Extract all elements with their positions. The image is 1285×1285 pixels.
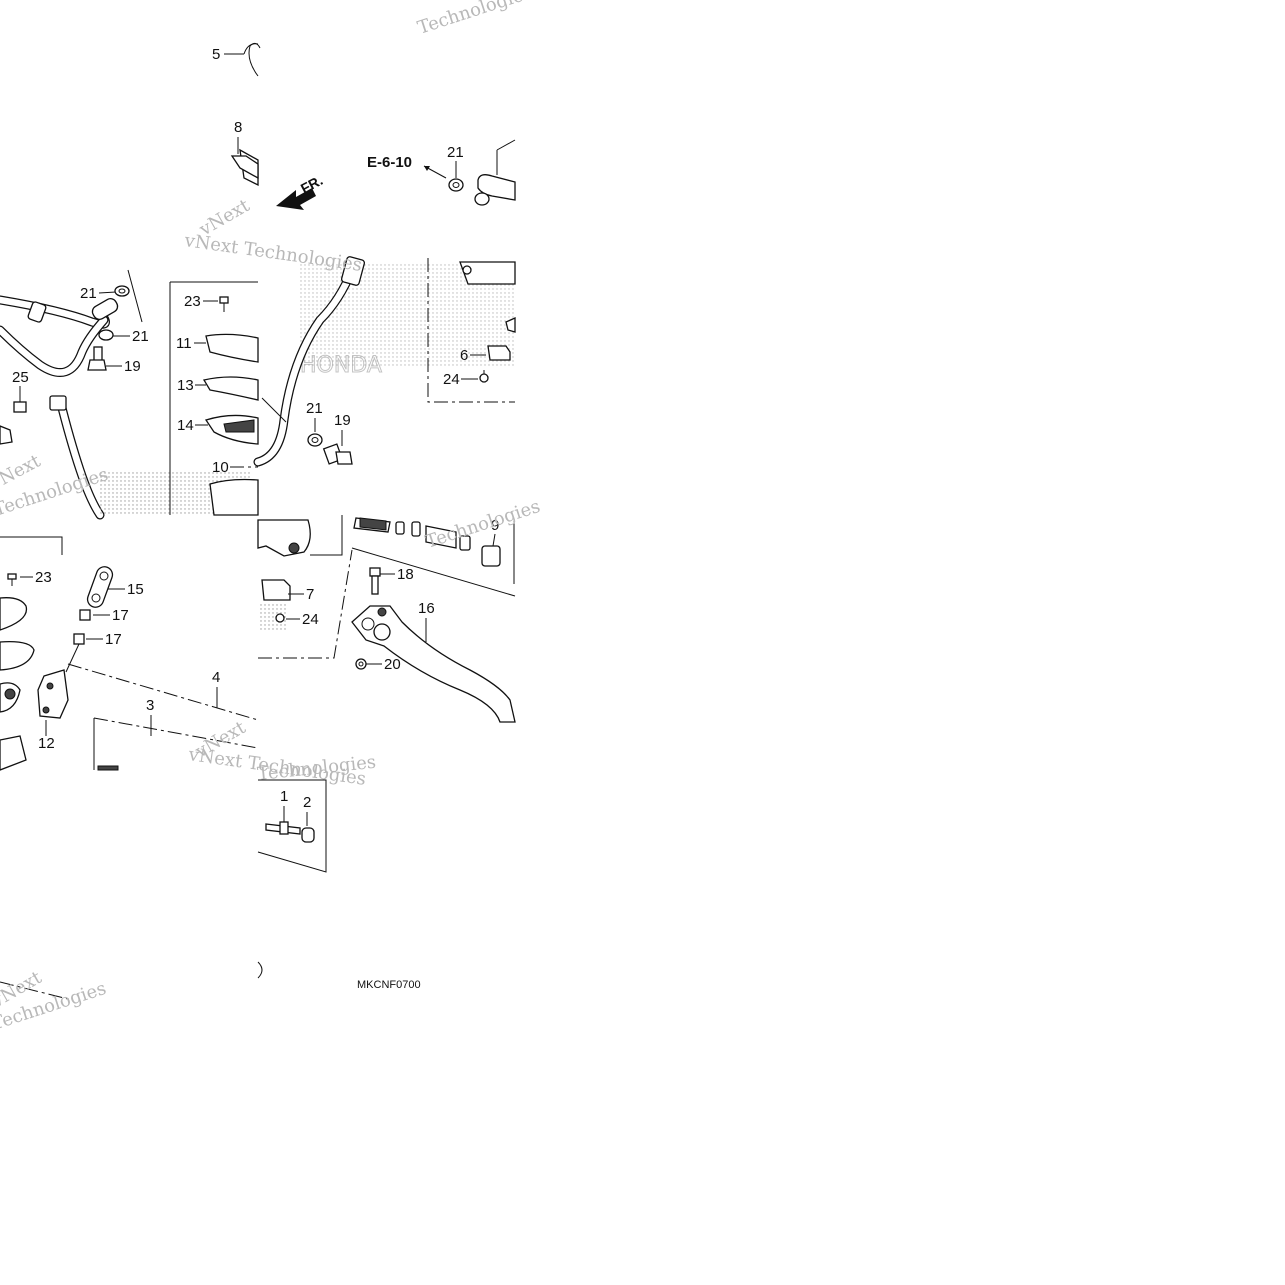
tile-bottom-middle: 7 24 9 Technologies 18 16 20	[257, 496, 543, 723]
tile-middle: HONDA 21 19 6 24	[253, 256, 516, 467]
callout-21: 21	[80, 285, 97, 302]
callout-17: 17	[112, 607, 129, 624]
svg-text:FR.: FR.	[298, 172, 325, 197]
callout-24: 24	[443, 371, 460, 388]
tile-lower-middle: Technologies 1 2 MKCNF0700	[256, 752, 420, 991]
watermark-text: vNext	[195, 195, 254, 241]
callout-23: 23	[35, 569, 52, 586]
tile-top-left: 5 8 vNext Technologies vNext	[182, 43, 363, 276]
callout-3: 3	[146, 697, 154, 714]
front-direction-arrow: FR.	[276, 172, 325, 210]
callout-5: 5	[212, 46, 220, 63]
tile-top-right: Technologies FR. E-6-10 21	[239, 0, 535, 210]
callout-17: 17	[105, 631, 122, 648]
callout-4: 4	[212, 669, 220, 686]
callout-2: 2	[303, 794, 311, 811]
callout-8: 8	[234, 119, 242, 136]
watermark-text: Technologies	[423, 496, 543, 553]
callout-23: 23	[184, 293, 201, 310]
callout-21: 21	[447, 144, 464, 161]
watermark-text: Technologies	[415, 0, 535, 39]
callout-21: 21	[306, 400, 323, 417]
tile-bottom-left: 23 15 17 17 12 4 3 vNe	[0, 536, 367, 790]
callout-14: 14	[177, 417, 194, 434]
diagram-code: MKCNF0700	[357, 979, 421, 991]
brake-hose-fitting	[477, 174, 516, 201]
tile-middle-left: 21 21 19 25 23 11 13 14 10 Te	[0, 269, 259, 521]
callout-6: 6	[460, 347, 468, 364]
callout-11: 11	[176, 335, 192, 352]
tile-lower-left: vNext Technologies	[0, 967, 109, 1035]
callout-19: 19	[124, 358, 141, 375]
callout-16: 16	[418, 600, 435, 617]
callout-19: 19	[334, 412, 351, 429]
callout-13: 13	[177, 377, 194, 394]
callout-25: 25	[12, 369, 29, 386]
callout-20: 20	[384, 656, 401, 673]
callout-7: 7	[306, 586, 314, 603]
callout-12: 12	[38, 735, 55, 752]
callout-15: 15	[127, 581, 144, 598]
callout-9: 9	[491, 517, 499, 534]
callout-24: 24	[302, 611, 319, 628]
callout-18: 18	[397, 566, 414, 583]
part-5-edge	[248, 42, 261, 77]
reference-label: E-6-10	[367, 154, 412, 171]
callout-1: 1	[280, 788, 288, 805]
callout-21: 21	[132, 328, 149, 345]
